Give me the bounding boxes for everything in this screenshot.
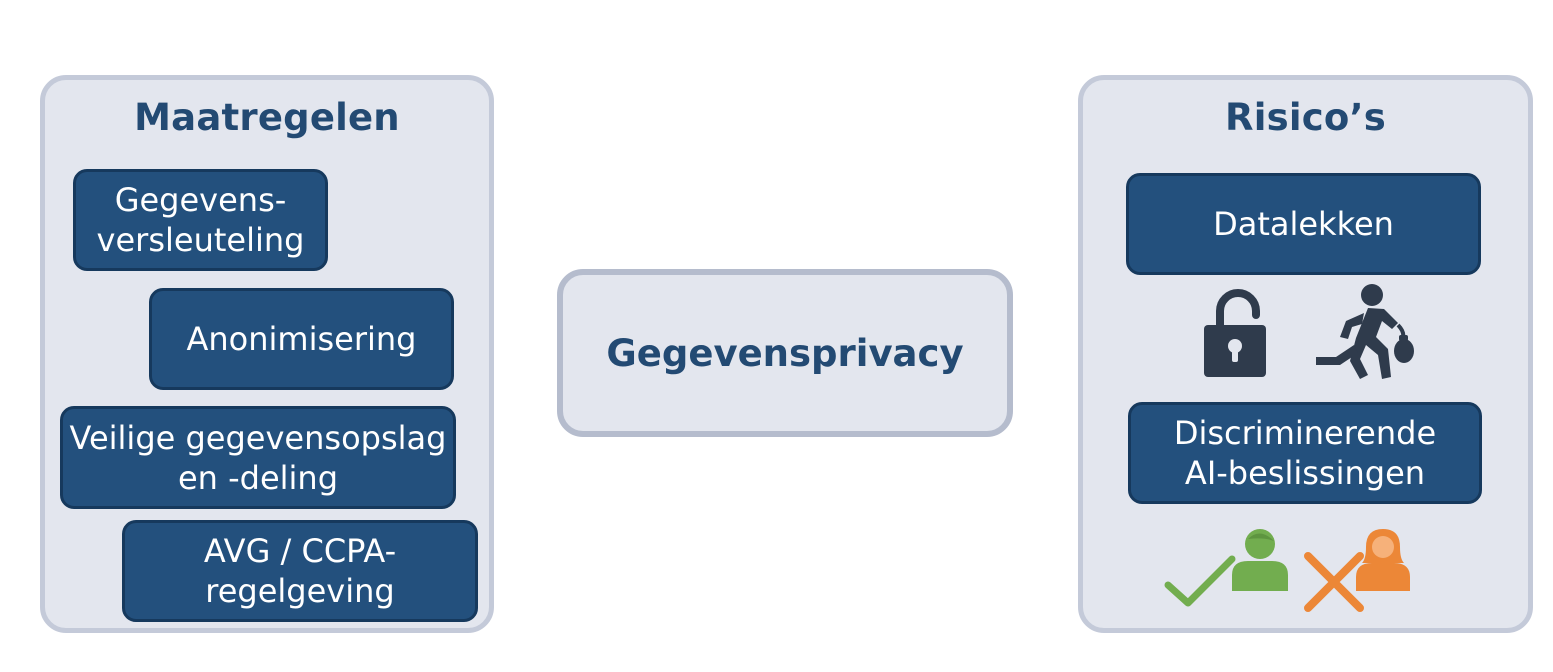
measure-item-secure-storage: Veilige gegevensopslag en -deling	[60, 406, 456, 509]
running-thief-with-money-bag-icon	[1316, 284, 1414, 379]
measure-item-regulation: AVG / CCPA- regelgeving	[122, 520, 478, 622]
measure-item-anonymization: Anonimisering	[149, 288, 454, 390]
risk-item-discriminating-ai: Discriminerende AI-beslissingen	[1128, 402, 1482, 504]
risks-title: Risico’s	[1225, 96, 1386, 139]
center-topic-label: Gegevensprivacy	[606, 331, 964, 375]
cross-icon	[1304, 552, 1364, 612]
center-topic-box: Gegevensprivacy	[557, 269, 1013, 437]
checkmark-icon	[1164, 555, 1236, 607]
risk-item-data-breaches: Datalekken	[1126, 173, 1481, 275]
measure-item-encryption: Gegevens- versleuteling	[73, 169, 328, 271]
person-icon	[1232, 529, 1288, 591]
risks-panel: Risico’s	[1078, 75, 1533, 633]
woman-icon	[1356, 529, 1410, 591]
measures-title: Maatregelen	[134, 96, 400, 139]
open-padlock-icon	[1204, 289, 1266, 377]
